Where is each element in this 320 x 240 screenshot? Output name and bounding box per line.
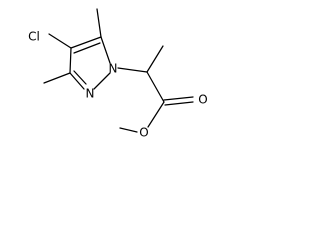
bond-n2-c3: [69, 72, 85, 90]
bond-c5-n1: [100, 36, 111, 64]
ring-nitrogen-2-label: N: [86, 87, 95, 101]
bond-oester-methyl: [119, 127, 138, 133]
bond-c4-cl: [48, 33, 72, 49]
molecule-structure: Cl N N O O: [28, 8, 208, 140]
bond-ch-carbonyl: [146, 71, 165, 103]
ester-oxygen-label: O: [139, 126, 148, 140]
bond-c4-c5-double: [73, 42, 101, 54]
bond-c3-c4: [69, 47, 72, 74]
bond-c5-methyl: [96, 8, 102, 38]
carbonyl-oxygen-label: O: [198, 93, 207, 107]
bond-n2-c3-double: [73, 70, 87, 85]
bond-carbonyl-o-double-a: [163, 96, 194, 101]
bond-c3-methyl: [43, 72, 71, 84]
bond-carbonyl-oester: [147, 101, 165, 128]
bond-carbonyl-o-double-b: [164, 101, 194, 106]
bond-ch-methyl: [146, 45, 164, 73]
bond-c4-c5: [70, 36, 102, 49]
bond-n1-ch: [117, 67, 148, 73]
chlorine-label: Cl: [28, 30, 40, 44]
ring-nitrogen-1-label: N: [109, 62, 118, 76]
bond-n1-n2: [93, 72, 111, 90]
